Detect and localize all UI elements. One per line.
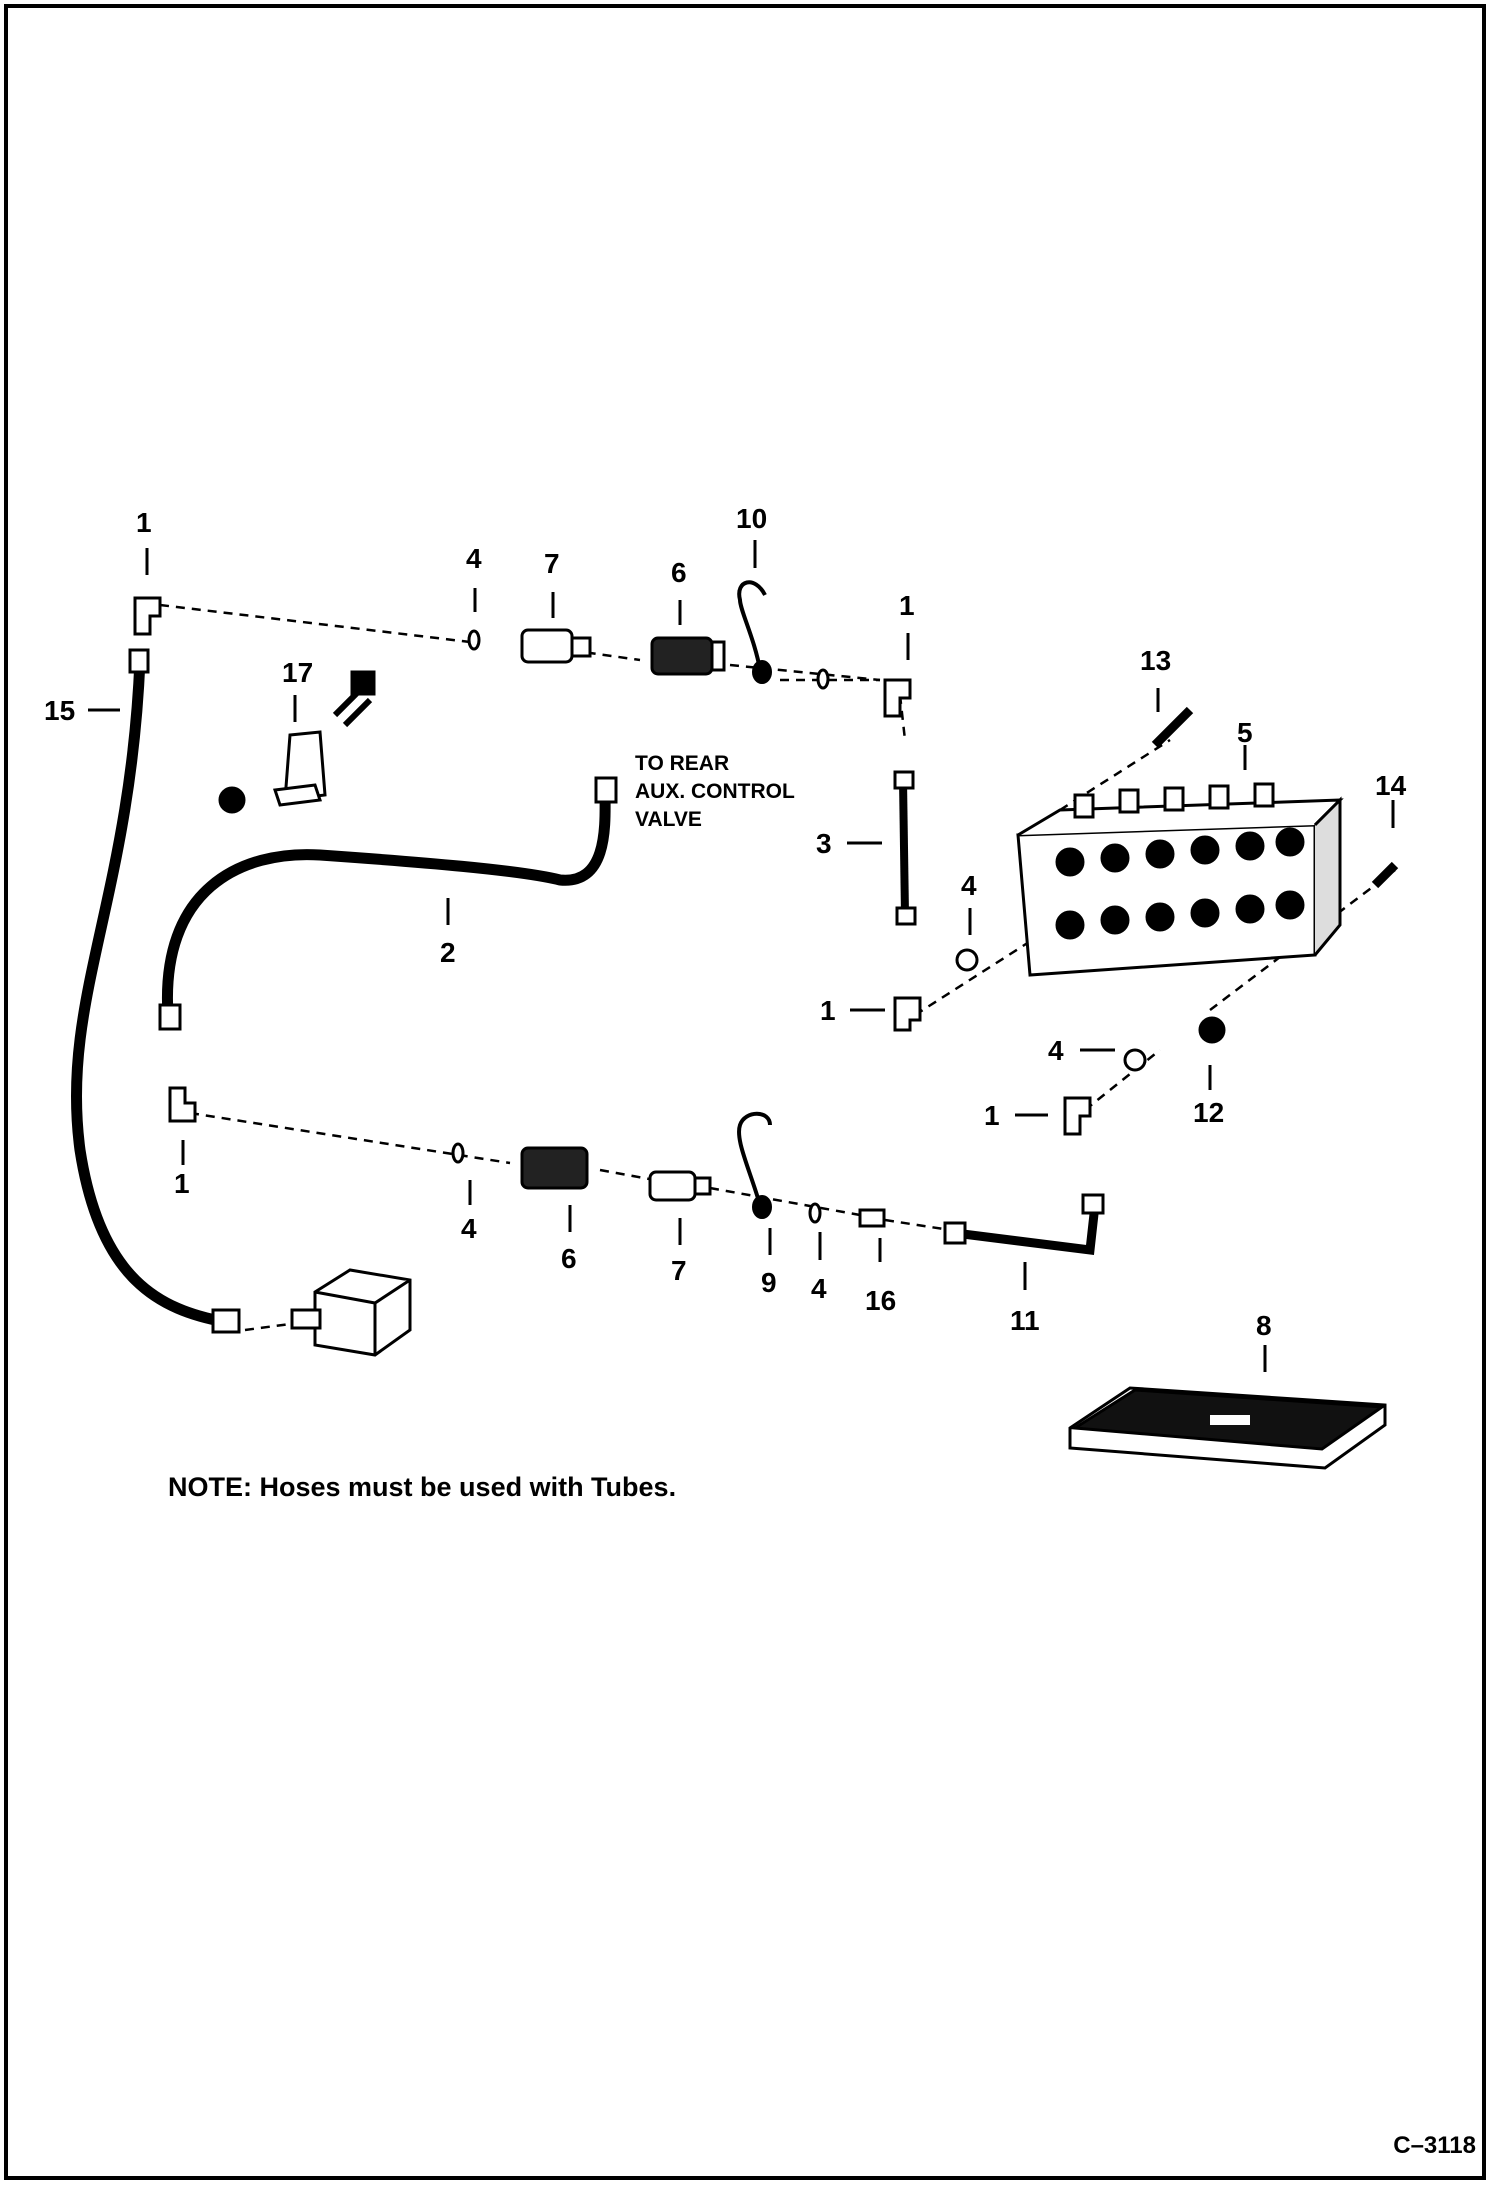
- leader-lines: [88, 540, 1395, 1372]
- callout-6: 6: [561, 1243, 577, 1274]
- callout-10: 10: [736, 503, 767, 534]
- elbow-fittings: [133, 596, 1092, 1136]
- callout-9: 9: [761, 1267, 777, 1298]
- couplers: [520, 628, 726, 1202]
- callout-11: 11: [1010, 1305, 1040, 1336]
- callout-2: 2: [440, 937, 456, 968]
- callout-7: 7: [544, 548, 560, 579]
- kit-box-8: [1068, 1386, 1387, 1470]
- callout-labels: 1 4 7 6 10 1 13 5 14 17 15 3 2 4 1 4 12 …: [44, 503, 1407, 1341]
- aux-label-line1: TO REAR: [635, 752, 729, 775]
- figure-reference: C–3118: [1393, 2132, 1476, 2159]
- hose-15: [70, 648, 241, 1334]
- callout-16: 16: [865, 1285, 896, 1316]
- callout-7: 7: [671, 1255, 687, 1286]
- callout-1: 1: [899, 590, 915, 621]
- callout-4: 4: [961, 870, 977, 901]
- adapter-16: [858, 1208, 886, 1228]
- callout-12: 12: [1193, 1097, 1224, 1128]
- tube-11: [943, 1193, 1105, 1256]
- callout-1: 1: [820, 995, 836, 1026]
- control-valve-5: [1016, 782, 1344, 977]
- bracket-17: [218, 670, 376, 814]
- callout-4: 4: [461, 1213, 477, 1244]
- callout-4: 4: [1048, 1035, 1064, 1066]
- callout-17: 17: [282, 657, 313, 688]
- callout-14: 14: [1375, 770, 1407, 801]
- callout-13: 13: [1140, 645, 1171, 676]
- assembly-lines: [159, 603, 1396, 1332]
- bolt-14: [1371, 861, 1399, 889]
- dust-caps: [737, 580, 772, 1219]
- callout-4: 4: [466, 543, 482, 574]
- aux-valve-label: TO REAR AUX. CONTROL VALVE: [635, 752, 795, 831]
- callout-3: 3: [816, 828, 832, 859]
- callout-8: 8: [1256, 1310, 1272, 1341]
- callout-15: 15: [44, 695, 75, 726]
- aux-label-line3: VALVE: [635, 808, 702, 831]
- callout-5: 5: [1237, 717, 1253, 748]
- aux-label-line2: AUX. CONTROL: [635, 780, 795, 803]
- hose-note: NOTE: Hoses must be used with Tubes.: [168, 1472, 677, 1502]
- callout-1: 1: [984, 1100, 1000, 1131]
- callout-4: 4: [811, 1273, 827, 1304]
- o-rings: [451, 629, 1147, 1224]
- page-border: [4, 4, 1486, 2180]
- callout-1: 1: [174, 1168, 190, 1199]
- plug-12: [1198, 1016, 1226, 1044]
- bolt-13: [1151, 706, 1194, 749]
- hose-2: [158, 776, 618, 1031]
- callout-6: 6: [671, 557, 687, 588]
- tube-3: [893, 770, 917, 926]
- valve-block: [290, 1268, 412, 1357]
- callout-1: 1: [136, 507, 152, 538]
